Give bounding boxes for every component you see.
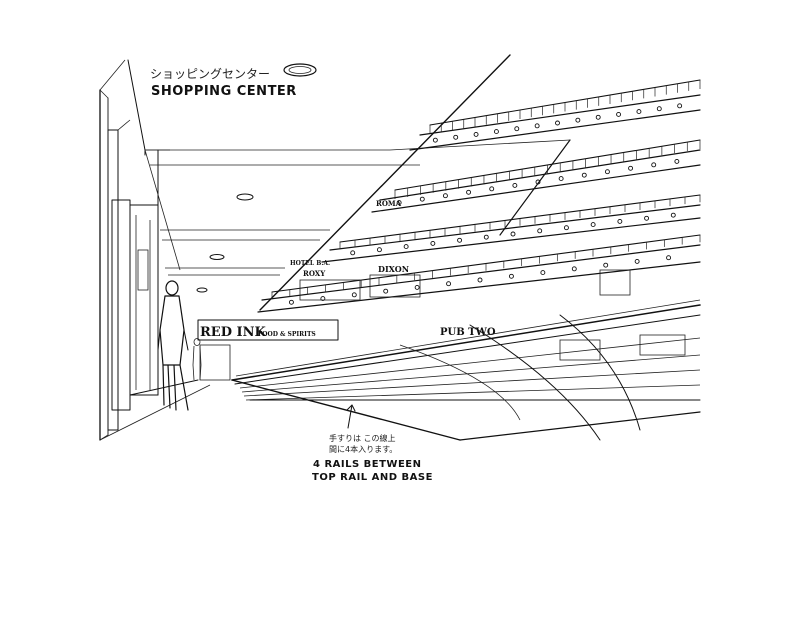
sign-upper-left: ROXY — [303, 269, 326, 278]
rivet — [644, 215, 650, 221]
rivet — [656, 106, 662, 112]
rivet — [442, 193, 448, 199]
note-english-line1: 4 RAILS BETWEEN — [313, 459, 422, 470]
rivet — [628, 165, 634, 171]
note-english-line2: TOP RAIL AND BASE — [312, 472, 433, 483]
ceiling-grid — [144, 149, 420, 293]
rivet — [616, 111, 622, 117]
rivet — [383, 288, 389, 294]
rivet — [477, 277, 483, 283]
sign-restaurant: RED INK — [200, 325, 266, 340]
rivet — [419, 196, 425, 202]
rivet — [453, 134, 459, 140]
rivet — [508, 273, 514, 279]
title-english: SHOPPING CENTER — [151, 84, 297, 99]
rivet — [493, 129, 499, 135]
rivet — [634, 258, 640, 264]
rivet — [670, 212, 676, 218]
rivet — [617, 218, 623, 224]
rivet — [446, 281, 452, 287]
rivet — [473, 131, 479, 137]
rivet — [590, 222, 596, 228]
rivet — [651, 162, 657, 168]
title-japanese: ショッピングセンター — [150, 67, 270, 81]
rivet — [414, 284, 420, 290]
rivet — [457, 237, 463, 243]
sign-restaurant-sub: FOOD & SPIRITS — [258, 331, 316, 338]
rivet — [535, 179, 541, 185]
distant-person — [192, 338, 202, 381]
rivet — [677, 103, 683, 109]
rivet — [430, 240, 436, 246]
rivet — [320, 296, 326, 302]
rivet — [555, 120, 560, 126]
rivet — [512, 182, 518, 188]
rivet — [489, 186, 495, 192]
foreground-railing — [231, 299, 701, 441]
note-japanese-line2: 間に4本入ります。 — [329, 444, 397, 454]
ceiling-light-icon — [283, 63, 317, 77]
rivet — [563, 225, 569, 231]
sign-top: ROMA — [376, 199, 402, 208]
railing-annotation: 手すりは この線上 間に4本入ります。 4 RAILS BETWEEN TOP … — [312, 404, 433, 483]
rivet — [514, 126, 520, 132]
railing-balusters — [271, 80, 701, 300]
rivet — [674, 158, 680, 164]
note-japanese-line1: 手すりは この線上 — [329, 433, 396, 443]
rivet — [540, 270, 546, 276]
left-wall — [99, 59, 211, 441]
rivet — [351, 292, 357, 298]
rivet — [288, 299, 294, 305]
rivet — [558, 176, 564, 182]
rivet — [432, 137, 438, 143]
rivet — [575, 117, 581, 123]
rivet — [581, 172, 587, 178]
sign-small: HOTEL B.A. — [290, 260, 330, 267]
person-figure — [157, 280, 189, 411]
rivet — [666, 255, 672, 261]
sign-pub: PUB TWO — [440, 327, 496, 338]
rivet — [534, 123, 540, 129]
rivet — [571, 266, 577, 272]
rivet — [595, 114, 601, 120]
rivet — [396, 200, 402, 206]
fascia-rivets — [288, 103, 683, 305]
sign-upper-mid: DIXON — [378, 264, 409, 274]
storefronts: RED INK FOOD & SPIRITS PUB TWO ROXY DIXO… — [197, 199, 686, 381]
rivet — [510, 231, 516, 237]
rivet — [537, 228, 543, 234]
rivet — [403, 244, 409, 250]
rivet — [376, 247, 382, 253]
rivet — [350, 250, 356, 256]
rivet — [466, 189, 472, 195]
rivet — [604, 169, 610, 175]
rivet — [483, 234, 489, 240]
rivet — [603, 262, 609, 268]
rivet — [636, 109, 642, 115]
